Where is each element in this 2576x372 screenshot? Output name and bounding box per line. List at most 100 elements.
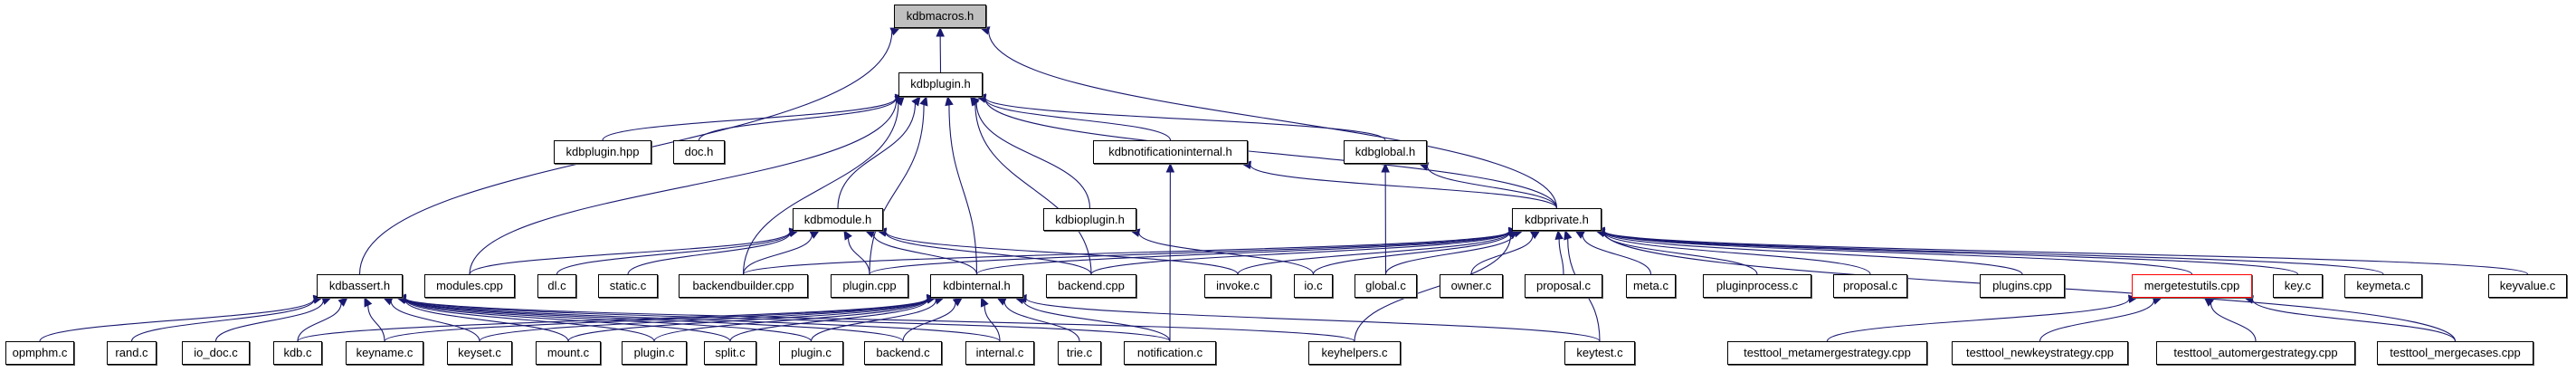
node-plugin-c[interactable]: plugin.c	[779, 341, 843, 365]
node-testtool-mergecases-cpp[interactable]: testtool_mergecases.cpp	[2377, 341, 2533, 365]
node-internal-c[interactable]: internal.c	[965, 341, 1034, 365]
node-modules-cpp[interactable]: modules.cpp	[424, 274, 515, 298]
node-split-c[interactable]: split.c	[704, 341, 756, 365]
edge-kdbplugin_hpp-to-kdbplugin_h	[602, 98, 897, 141]
arrowhead-icon	[895, 96, 905, 107]
edge-keyset_c-to-kdbassert_h	[390, 300, 480, 342]
node-doc-h[interactable]: doc.h	[673, 140, 725, 164]
node-label: io.c	[1304, 279, 1323, 292]
node-backend-c[interactable]: backend.c	[864, 341, 942, 365]
node-label: keyvalue.c	[2499, 279, 2556, 292]
node-plugins-cpp[interactable]: plugins.cpp	[1980, 274, 2065, 298]
node-kdbassert-h[interactable]: kdbassert.h	[317, 274, 403, 298]
edge-key_c-to-kdbprivate_h	[1603, 231, 2299, 275]
node-kdbprivate-h[interactable]: kdbprivate.h	[1512, 208, 1602, 231]
node-label: opmphm.c	[12, 346, 68, 359]
node-label: kdbnotificationinternal.h	[1108, 145, 1232, 158]
node-notification-c[interactable]: notification.c	[1124, 341, 1216, 365]
arrowhead-icon	[936, 26, 945, 37]
edge-static_c-to-kdbmodule_h	[627, 233, 791, 275]
edge-kdbprivate_h-to-kdbnotificationinternal_h	[1250, 165, 1558, 209]
node-kdbmacros-h[interactable]: kdbmacros.h	[894, 5, 986, 28]
node-label: mount.c	[547, 346, 590, 359]
node-global-c[interactable]: global.c	[1355, 274, 1417, 298]
node-kdbnotificationinternal-h[interactable]: kdbnotificationinternal.h	[1093, 140, 1248, 164]
arrowhead-icon	[1165, 162, 1175, 173]
edge-keytest_c-to-kdbinternal_h	[1025, 298, 1601, 342]
edge-kdbinternal_h-to-kdbmodule_h	[872, 234, 978, 275]
node-rand-c[interactable]: rand.c	[107, 341, 157, 365]
node-mergetestutils-cpp[interactable]: mergetestutils.cpp	[2132, 274, 2252, 298]
edge-notification_c-to-kdbinternal_h	[1022, 300, 1171, 342]
node-keyhelpers-c[interactable]: keyhelpers.c	[1308, 341, 1401, 365]
node-opmphm-c[interactable]: opmphm.c	[5, 341, 74, 365]
edge-proposal_c_1-to-kdbprivate_h	[1558, 238, 1564, 275]
node-pluginprocess-c[interactable]: pluginprocess.c	[1703, 274, 1811, 298]
edge-kdbioplugin_h-to-kdbplugin_h	[975, 102, 1091, 209]
node-kdbplugin-hpp[interactable]: kdbplugin.hpp	[554, 140, 651, 164]
node-label: plugin.c	[791, 346, 832, 359]
node-testtool-metamergestrategy-cpp[interactable]: testtool_metamergestrategy.cpp	[1727, 341, 1927, 365]
edge-modules_cpp-to-kdbplugin_h	[469, 100, 898, 275]
arrowhead-icon	[952, 297, 964, 307]
node-label: static.c	[609, 279, 647, 292]
edge-io_doc_c-to-kdbassert_h	[214, 300, 324, 342]
node-dl-c[interactable]: dl.c	[537, 274, 576, 298]
edge-kdbprivate_h-to-kdbglobal_h	[1426, 166, 1558, 209]
node-keyset-c[interactable]: keyset.c	[447, 341, 512, 365]
node-kdb-c[interactable]: kdb.c	[273, 341, 322, 365]
node-trie-c[interactable]: trie.c	[1058, 341, 1101, 365]
node-io-doc-c[interactable]: io_doc.c	[182, 341, 250, 365]
node-keyname-c[interactable]: keyname.c	[346, 341, 423, 365]
edge-kdbinternal_h-to-kdbplugin_h	[948, 104, 978, 275]
node-label: trie.c	[1066, 346, 1093, 359]
edge-mergetestutils_cpp-to-kdbprivate_h	[1603, 231, 2193, 275]
node-proposal-c[interactable]: proposal.c	[1525, 274, 1602, 298]
node-label: testtool_automergestrategy.cpp	[2173, 346, 2338, 359]
arrowhead-icon	[2152, 296, 2163, 305]
node-testtool-automergestrategy-cpp[interactable]: testtool_automergestrategy.cpp	[2156, 341, 2355, 365]
arrowhead-icon	[1574, 230, 1585, 239]
node-invoke-c[interactable]: invoke.c	[1204, 274, 1271, 298]
node-kdbmodule-h[interactable]: kdbmodule.h	[793, 208, 883, 231]
node-proposal-c[interactable]: proposal.c	[1833, 274, 1907, 298]
node-io-c[interactable]: io.c	[1294, 274, 1333, 298]
edge-split_c-to-kdbinternal_h	[729, 299, 928, 342]
node-keymeta-c[interactable]: keymeta.c	[2344, 274, 2422, 298]
edge-kdbprivate_h-to-kdbmacros_h	[988, 30, 1558, 209]
node-kdbinternal-h[interactable]: kdbinternal.h	[930, 274, 1023, 298]
node-keytest-c[interactable]: keytest.c	[1564, 341, 1635, 365]
node-testtool-newkeystrategy-cpp[interactable]: testtool_newkeystrategy.cpp	[1952, 341, 2128, 365]
node-label: plugin.c	[633, 346, 675, 359]
node-label: modules.cpp	[436, 279, 503, 292]
node-label: keymeta.c	[2356, 279, 2410, 292]
edge-testtool_mergecases_cpp-to-mergetestutils_cpp	[2251, 299, 2457, 342]
arrowhead-icon	[980, 296, 989, 308]
node-owner-c[interactable]: owner.c	[1440, 274, 1503, 298]
edge-invoke_c-to-kdbprivate_h	[1237, 232, 1510, 275]
edge-plugins_cpp-to-kdbprivate_h	[1603, 231, 2023, 275]
node-label: keytest.c	[1576, 346, 1623, 359]
node-label: keyname.c	[356, 346, 413, 359]
node-kdbplugin-h[interactable]: kdbplugin.h	[898, 72, 983, 97]
node-plugin-cpp[interactable]: plugin.cpp	[831, 274, 908, 298]
node-keyvalue-c[interactable]: keyvalue.c	[2488, 274, 2567, 298]
node-plugin-c[interactable]: plugin.c	[622, 341, 687, 365]
edge-modules_cpp-to-kdbmodule_h	[469, 231, 791, 275]
node-label: kdbioplugin.h	[1055, 213, 1125, 226]
node-key-c[interactable]: key.c	[2273, 274, 2323, 298]
node-kdbglobal-h[interactable]: kdbglobal.h	[1344, 140, 1427, 164]
arrowhead-icon	[809, 230, 821, 239]
node-kdbioplugin-h[interactable]: kdbioplugin.h	[1043, 208, 1136, 231]
edge-kdbglobal_h-to-kdbplugin_h	[984, 97, 1386, 141]
node-mount-c[interactable]: mount.c	[536, 341, 601, 365]
node-label: rand.c	[115, 346, 148, 359]
edge-testtool_metamergestrategy_cpp-to-mergetestutils_cpp	[1826, 298, 2130, 342]
node-static-c[interactable]: static.c	[598, 274, 658, 298]
node-label: split.c	[715, 346, 746, 359]
edge-invoke_c-to-kdbmodule_h	[885, 231, 1239, 275]
node-backendbuilder-cpp[interactable]: backendbuilder.cpp	[679, 274, 808, 298]
edge-kdbnotificationinternal_h-to-kdbplugin_h	[984, 98, 1172, 141]
node-backend-cpp[interactable]: backend.cpp	[1046, 274, 1136, 298]
node-meta-c[interactable]: meta.c	[1626, 274, 1676, 298]
